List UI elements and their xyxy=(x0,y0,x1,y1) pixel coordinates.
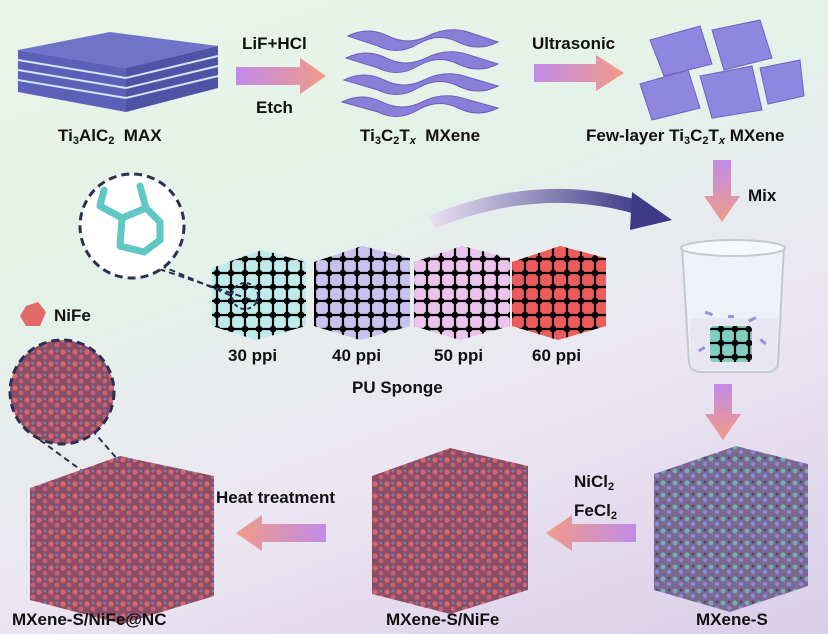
beaker xyxy=(680,239,786,373)
salt-label: NiCl2 FeCl2 xyxy=(574,472,617,522)
sponge-60ppi xyxy=(512,246,606,340)
ultrasonic-arrow xyxy=(534,55,624,91)
sponge-40ppi xyxy=(314,246,410,340)
sponge-50ppi xyxy=(414,246,510,340)
ultrasonic-label: Ultrasonic xyxy=(532,34,616,53)
salt-arrow xyxy=(546,515,636,551)
heat-treatment-label: Heat treatment xyxy=(216,488,336,507)
pu-sponge-label: PU Sponge xyxy=(352,378,443,397)
sponge-zoom-inset xyxy=(78,172,259,310)
soak-arrow xyxy=(705,384,741,440)
mix-label: Mix xyxy=(748,186,777,205)
etch-arrow xyxy=(236,58,326,94)
mxene-layers xyxy=(340,29,500,117)
mxene-s-cube xyxy=(654,446,808,612)
etch-label: Etch xyxy=(256,98,293,117)
sponge-30ppi-label: 30 ppi xyxy=(228,346,278,365)
mxene-s-nife-nc-cube xyxy=(30,456,214,624)
nife-particle-icon xyxy=(20,302,46,326)
mxene-s-nife-nc-label: MXene-S/NiFe@NC xyxy=(12,610,167,629)
sponge-60ppi-label: 60 ppi xyxy=(532,346,582,365)
mxene-s-label: MXene-S xyxy=(696,610,768,629)
nife-legend-label: NiFe xyxy=(54,306,91,325)
etch-reagent-label: LiF+HCl xyxy=(242,34,307,53)
sponge-40ppi-label: 40 ppi xyxy=(332,346,382,365)
few-layer-label: Few-layer Ti3C2Tx MXene xyxy=(586,126,785,147)
mxene-label: Ti3C2Tx MXene xyxy=(360,126,481,147)
mix-arrow xyxy=(704,160,740,222)
mxene-s-nife-cube xyxy=(372,448,528,614)
sponge-30ppi xyxy=(212,250,306,340)
max-label: Ti3AlC2 MAX xyxy=(58,126,162,147)
heat-arrow xyxy=(236,515,326,551)
sponge-50ppi-label: 50 ppi xyxy=(434,346,484,365)
max-phase-block xyxy=(17,32,219,112)
curved-transfer-arrow xyxy=(429,188,672,230)
mxene-s-nife-label: MXene-S/NiFe xyxy=(386,610,500,629)
few-layer-flakes xyxy=(639,19,805,121)
